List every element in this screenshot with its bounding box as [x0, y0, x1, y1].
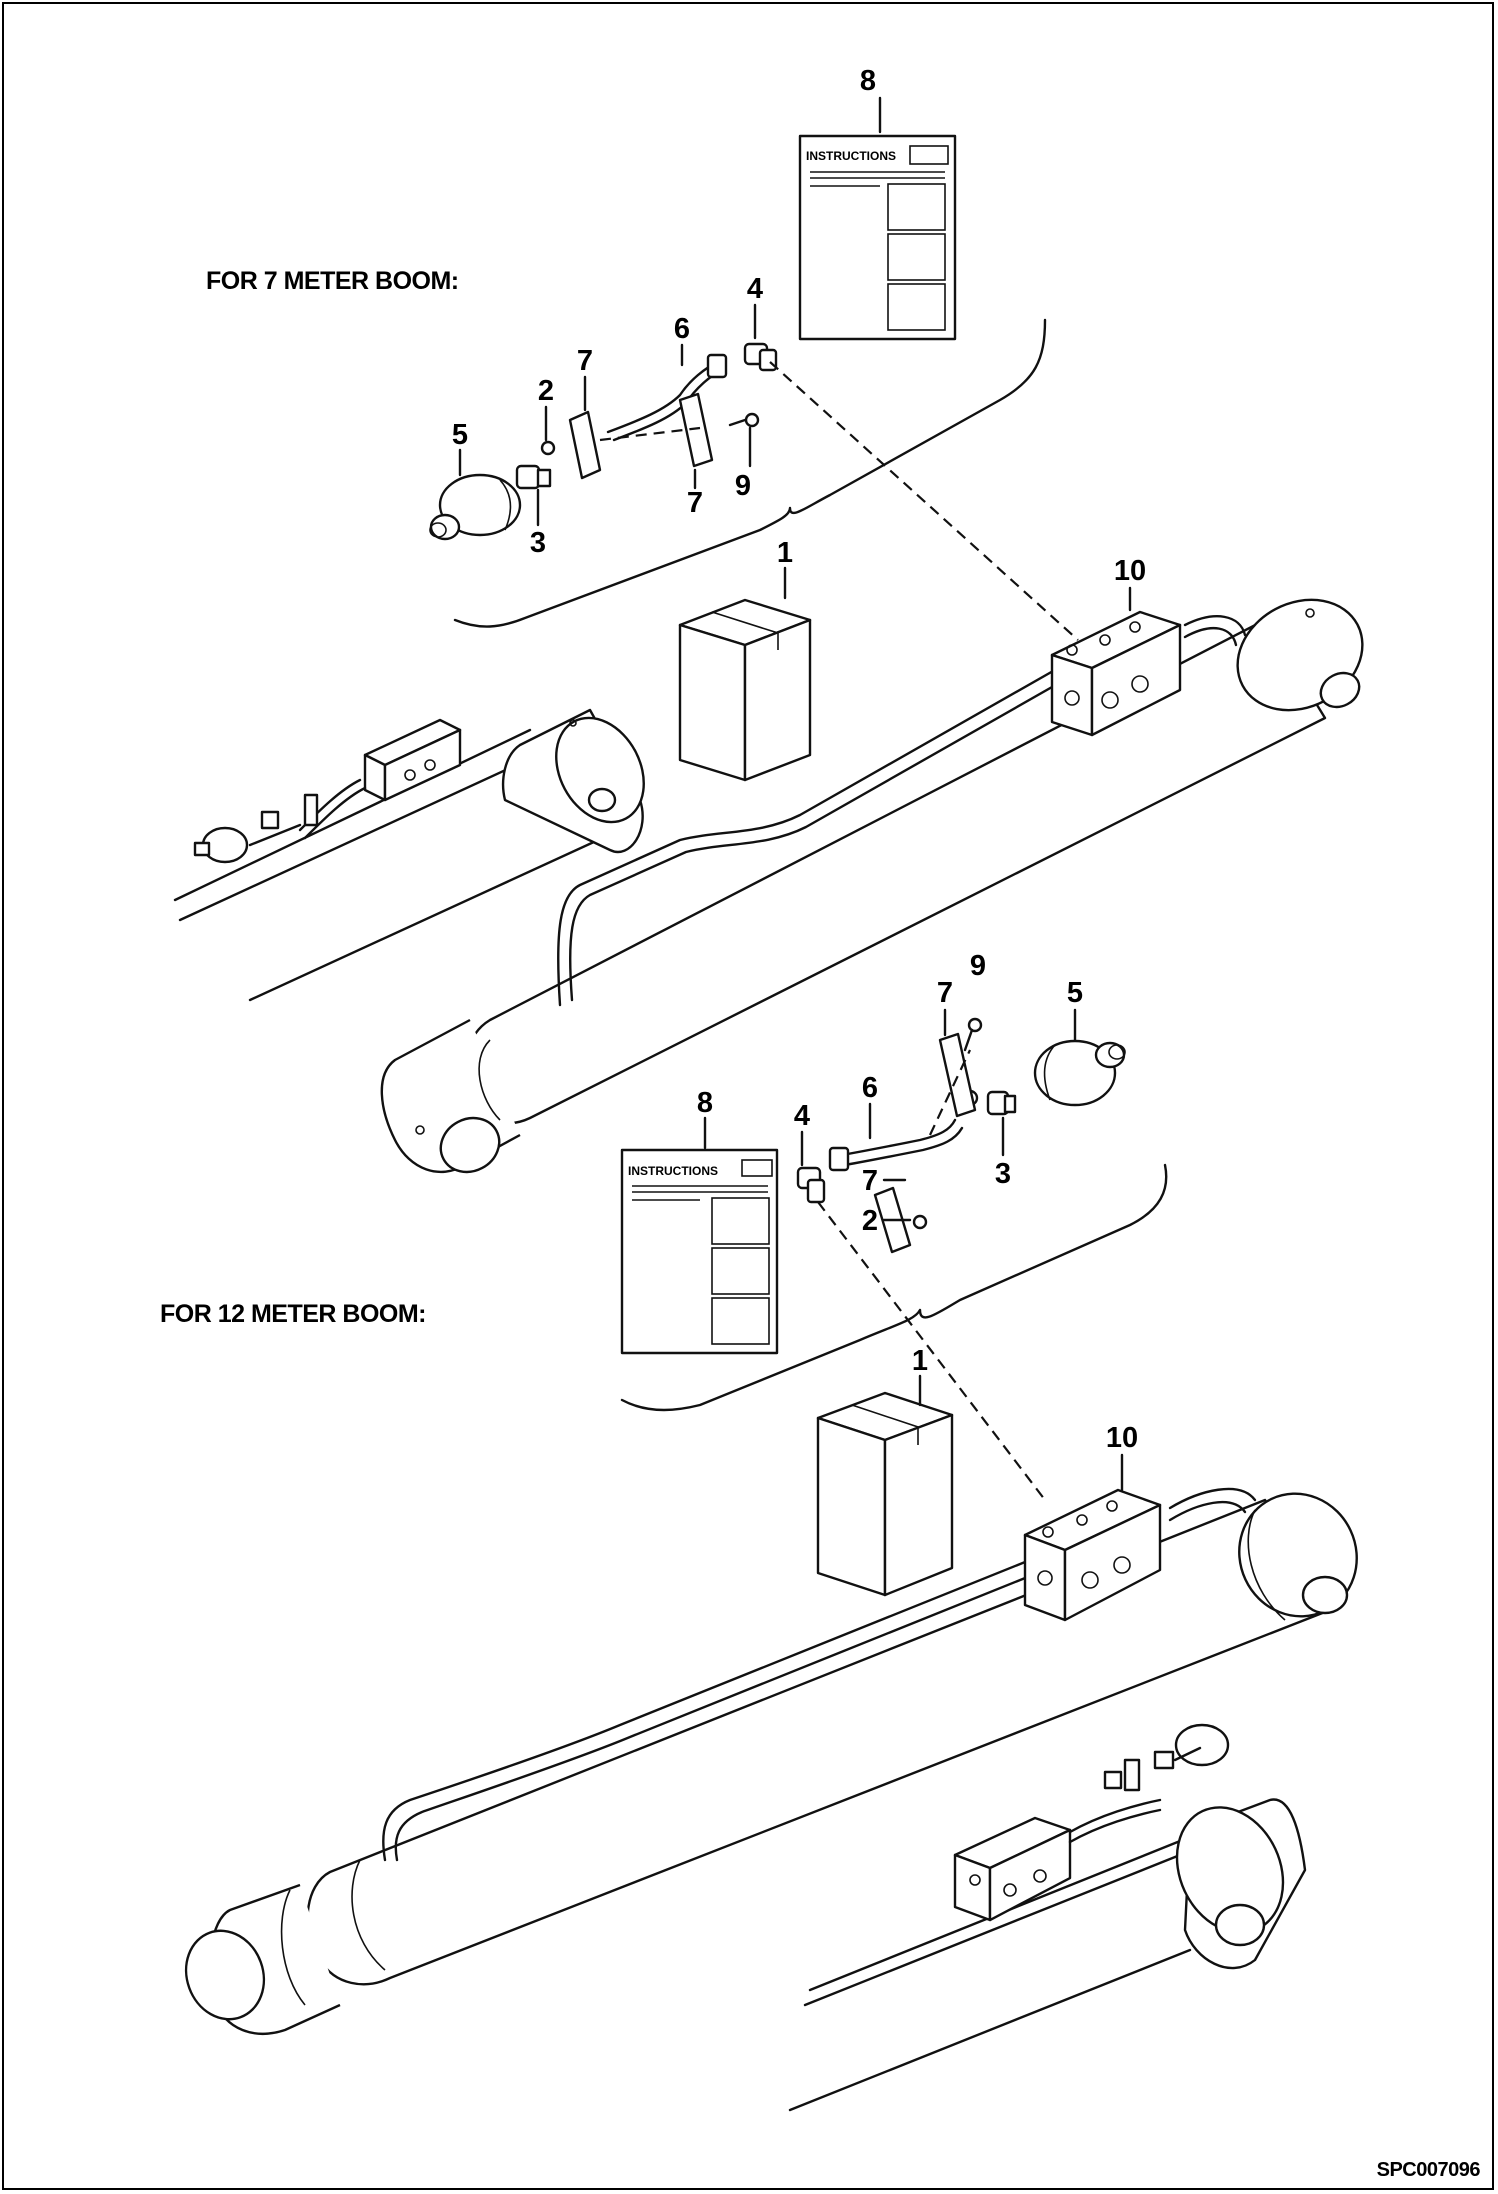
pipe-6-top [606, 360, 720, 434]
accumulator-bottom [1033, 1039, 1126, 1107]
callout-4-bottom: 4 [794, 1100, 810, 1132]
instruction-sheet-top: INSTRUCTIONS [798, 134, 957, 341]
boom-cylinder-top [380, 598, 1364, 1174]
kit-box-top [678, 598, 812, 782]
callout-3-bottom: 3 [995, 1158, 1011, 1190]
callout-6-bottom: 6 [862, 1072, 878, 1104]
callout-1-top: 1 [777, 537, 793, 569]
pipe-6-nut-top [706, 353, 728, 379]
fitting-3-bottom [986, 1090, 1017, 1116]
callout-2-bottom: 2 [862, 1205, 878, 1237]
bolt-9-bottom [963, 1017, 983, 1052]
clamp-7a-bottom [938, 1032, 977, 1118]
callout-4-top: 4 [747, 273, 763, 305]
kit-bracket-bottom [620, 1163, 1168, 1412]
callout-6-top: 6 [674, 313, 690, 345]
clamp-7b-top [678, 392, 714, 468]
callouts-bottom: 9 7 5 6 8 4 3 7 2 1 10 [697, 950, 1138, 1492]
instruction-sheet-bottom-title: INSTRUCTIONS [628, 1164, 718, 1178]
fitting-3-top [515, 464, 552, 490]
washer-2-bottom [912, 1214, 928, 1230]
elbow-4-bottom [796, 1166, 826, 1204]
callout-5-top: 5 [452, 419, 468, 451]
callout-5-bottom: 5 [1067, 977, 1083, 1009]
detail-view-bottom-right [788, 1723, 1307, 2112]
callout-7a-top: 7 [577, 345, 593, 377]
heading-7-meter-boom: FOR 7 METER BOOM: [206, 267, 459, 295]
callout-1-bottom: 1 [912, 1345, 928, 1377]
accumulator-top [429, 473, 522, 541]
callout-8-bottom: 8 [697, 1087, 713, 1119]
detail-view-top-left [173, 708, 645, 1002]
callout-9-bottom: 9 [970, 950, 986, 982]
assembly-line-top [769, 361, 1079, 641]
callout-7b-top: 7 [687, 487, 703, 519]
kit-bracket-top [453, 318, 1047, 628]
bolt-9-top [728, 412, 760, 428]
pipe-6-nut-bottom [828, 1146, 850, 1172]
assembly-line-bottom [817, 1201, 1046, 1501]
instruction-sheet-bottom: INSTRUCTIONS [620, 1148, 779, 1355]
heading-12-meter-boom: FOR 12 METER BOOM: [160, 1300, 427, 1328]
clamp-7a-top [568, 410, 602, 480]
pipe-6-bottom [840, 1118, 957, 1157]
callout-7b-bottom: 7 [862, 1165, 878, 1197]
boom-cylinder-bottom [184, 1487, 1358, 2035]
callout-10-bottom: 10 [1106, 1422, 1138, 1454]
instruction-sheet-top-title: INSTRUCTIONS [806, 149, 896, 163]
callout-9-top: 9 [735, 470, 751, 502]
callout-10-top: 10 [1114, 555, 1146, 587]
drawing-code: SPC007096 [1376, 2159, 1481, 2181]
elbow-4-top [743, 342, 778, 372]
callouts-top: 8 4 6 7 2 5 3 7 9 1 10 [452, 65, 1146, 612]
callout-7a-bottom: 7 [937, 977, 953, 1009]
callout-3-top: 3 [530, 527, 546, 559]
kit-box-bottom [816, 1391, 954, 1597]
callout-8-top: 8 [860, 65, 876, 97]
washer-2-top [540, 440, 556, 456]
callout-2-top: 2 [538, 375, 554, 407]
